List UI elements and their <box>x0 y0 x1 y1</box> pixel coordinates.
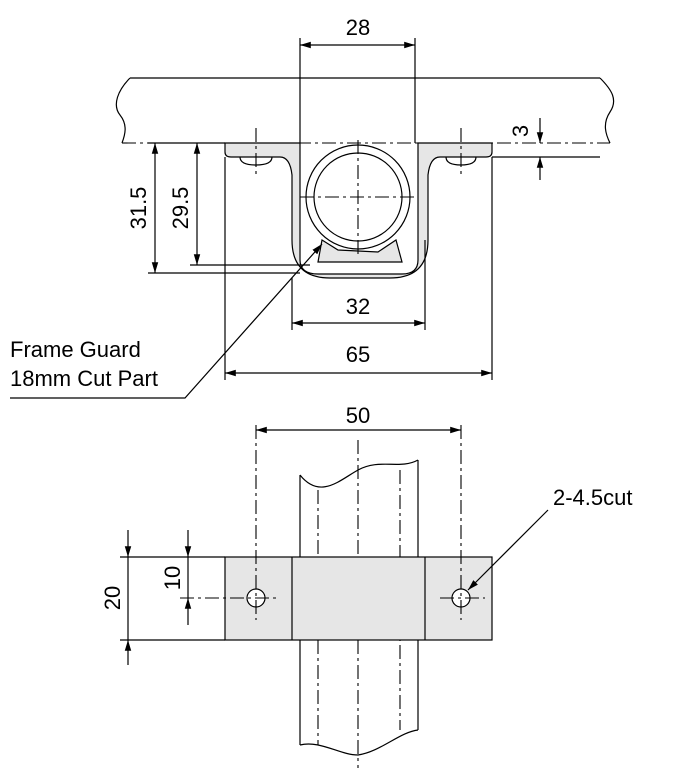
frame-pipe-side-view <box>115 77 615 144</box>
dim-31-5: 31.5 <box>126 187 151 230</box>
dim-29-5: 29.5 <box>168 187 193 230</box>
dimension-lines-top <box>10 38 600 399</box>
part-label-line2: 18mm Cut Part <box>10 366 158 391</box>
dim-28: 28 <box>346 15 370 40</box>
dim-65: 65 <box>346 342 370 367</box>
dimension-lines-bottom <box>120 426 549 665</box>
dim-20: 20 <box>100 586 125 610</box>
part-label-line1: Frame Guard <box>10 337 141 362</box>
dim-32: 32 <box>346 294 370 319</box>
bracket-plan-view <box>180 425 493 641</box>
dim-3: 3 <box>508 125 533 137</box>
dim-10: 10 <box>160 566 185 590</box>
frame-guard-profile <box>224 128 493 279</box>
dim-50: 50 <box>346 403 370 428</box>
hole-note: 2-4.5cut <box>553 485 633 510</box>
